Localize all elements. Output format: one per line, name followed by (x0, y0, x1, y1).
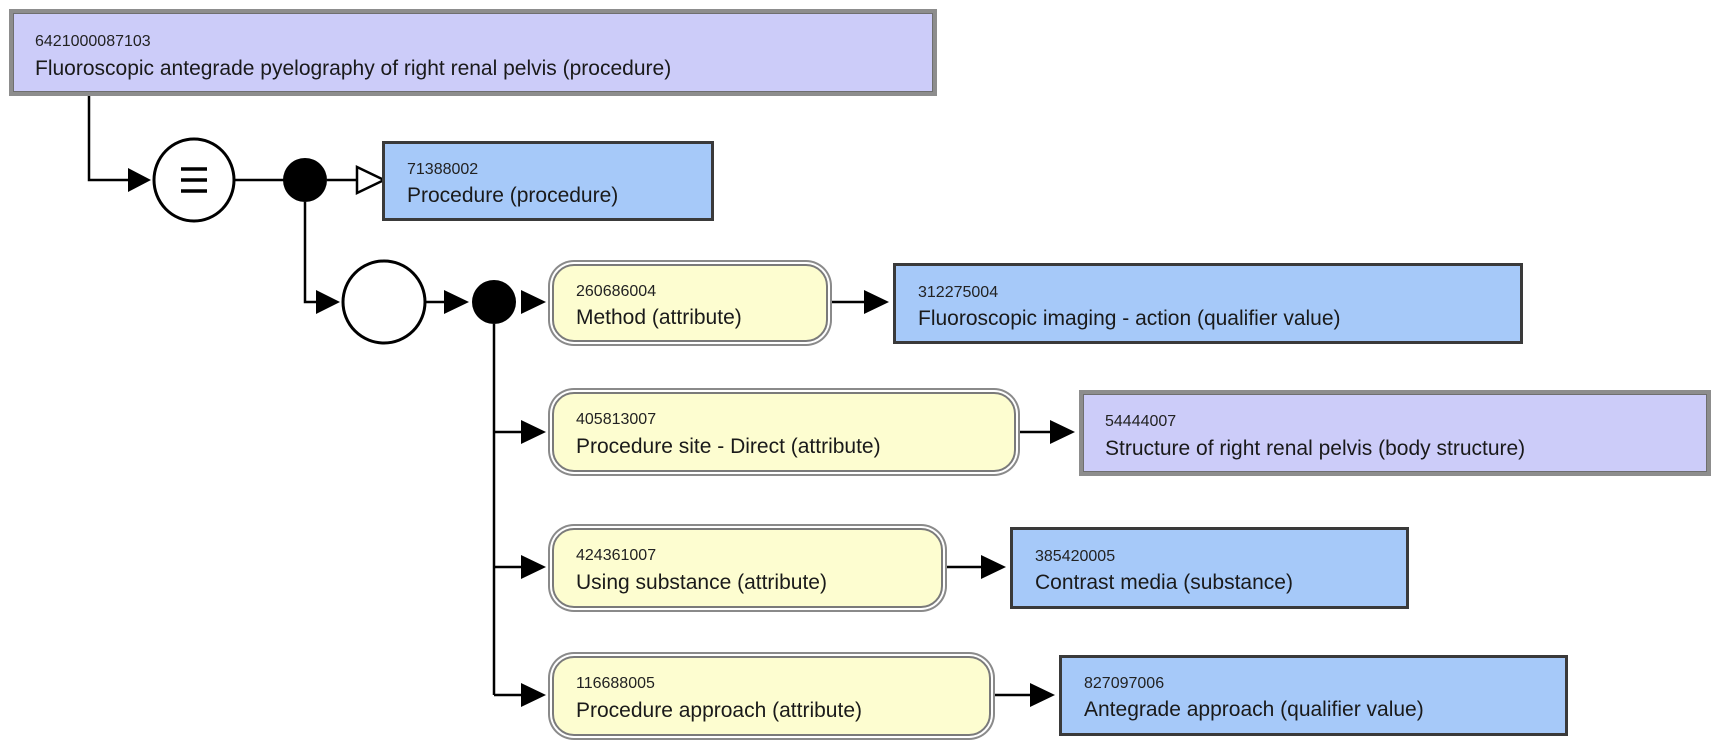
attribute-sctid: 405813007 (576, 411, 657, 428)
value-concept-node[interactable]: 385420005 Contrast media (substance) (1010, 527, 1409, 609)
arrowhead (981, 555, 1006, 579)
concept-label: Fluoroscopic antegrade pyelography of ri… (35, 57, 672, 80)
concept-sctid: 6421000087103 (35, 33, 151, 50)
concept-sctid: 71388002 (407, 161, 479, 178)
conjunction-dot-icon (472, 280, 516, 324)
attribute-sctid: 116688005 (576, 675, 655, 692)
arrowhead (521, 420, 546, 444)
concept-label: Procedure (procedure) (407, 184, 619, 207)
concept-label: Contrast media (substance) (1035, 571, 1293, 594)
concept-label: Antegrade approach (qualifier value) (1084, 698, 1424, 721)
concept-sctid: 54444007 (1105, 413, 1177, 430)
attribute-node[interactable]: 116688005 Procedure approach (attribute) (552, 656, 991, 736)
attribute-label: Method (attribute) (576, 306, 742, 329)
attribute-label: Procedure site - Direct (attribute) (576, 435, 881, 458)
arrowhead (316, 290, 340, 314)
attribute-node[interactable]: 424361007 Using substance (attribute) (552, 528, 943, 608)
equivalence-symbol-icon (152, 137, 236, 223)
attribute-node[interactable]: 260686004 Method (attribute) (552, 264, 828, 342)
isa-arrow-icon (355, 165, 387, 195)
attribute-sctid: 260686004 (576, 283, 657, 300)
concept-sctid: 827097006 (1084, 675, 1165, 692)
focus-concept-node[interactable]: 6421000087103 Fluoroscopic antegrade pye… (9, 9, 937, 96)
arrowhead (1050, 420, 1075, 444)
arrowhead (128, 168, 151, 192)
attribute-label: Procedure approach (attribute) (576, 699, 862, 722)
attribute-sctid: 424361007 (576, 547, 657, 564)
value-concept-node[interactable]: 827097006 Antegrade approach (qualifier … (1059, 655, 1568, 736)
arrowhead (864, 290, 889, 314)
connector-to-group (303, 202, 330, 304)
connector-focus-to-definition (87, 94, 148, 182)
concept-sctid: 312275004 (918, 284, 999, 301)
parent-concept-node[interactable]: 71388002 Procedure (procedure) (382, 141, 714, 221)
concept-label: Fluoroscopic imaging - action (qualifier… (918, 307, 1341, 330)
value-concept-node[interactable]: 54444007 Structure of right renal pelvis… (1079, 390, 1711, 476)
attribute-label: Using substance (attribute) (576, 571, 827, 594)
arrowhead (1030, 683, 1055, 707)
value-concept-node[interactable]: 312275004 Fluoroscopic imaging - action … (893, 263, 1523, 344)
attribute-node[interactable]: 405813007 Procedure site - Direct (attri… (552, 392, 1016, 472)
attribute-group-icon (341, 259, 427, 345)
arrowhead (521, 683, 546, 707)
arrowhead (521, 290, 546, 314)
arrowhead (521, 555, 546, 579)
conjunction-dot-icon (283, 158, 327, 202)
concept-label: Structure of right renal pelvis (body st… (1105, 437, 1526, 460)
arrowhead (444, 290, 469, 314)
concept-sctid: 385420005 (1035, 548, 1116, 565)
